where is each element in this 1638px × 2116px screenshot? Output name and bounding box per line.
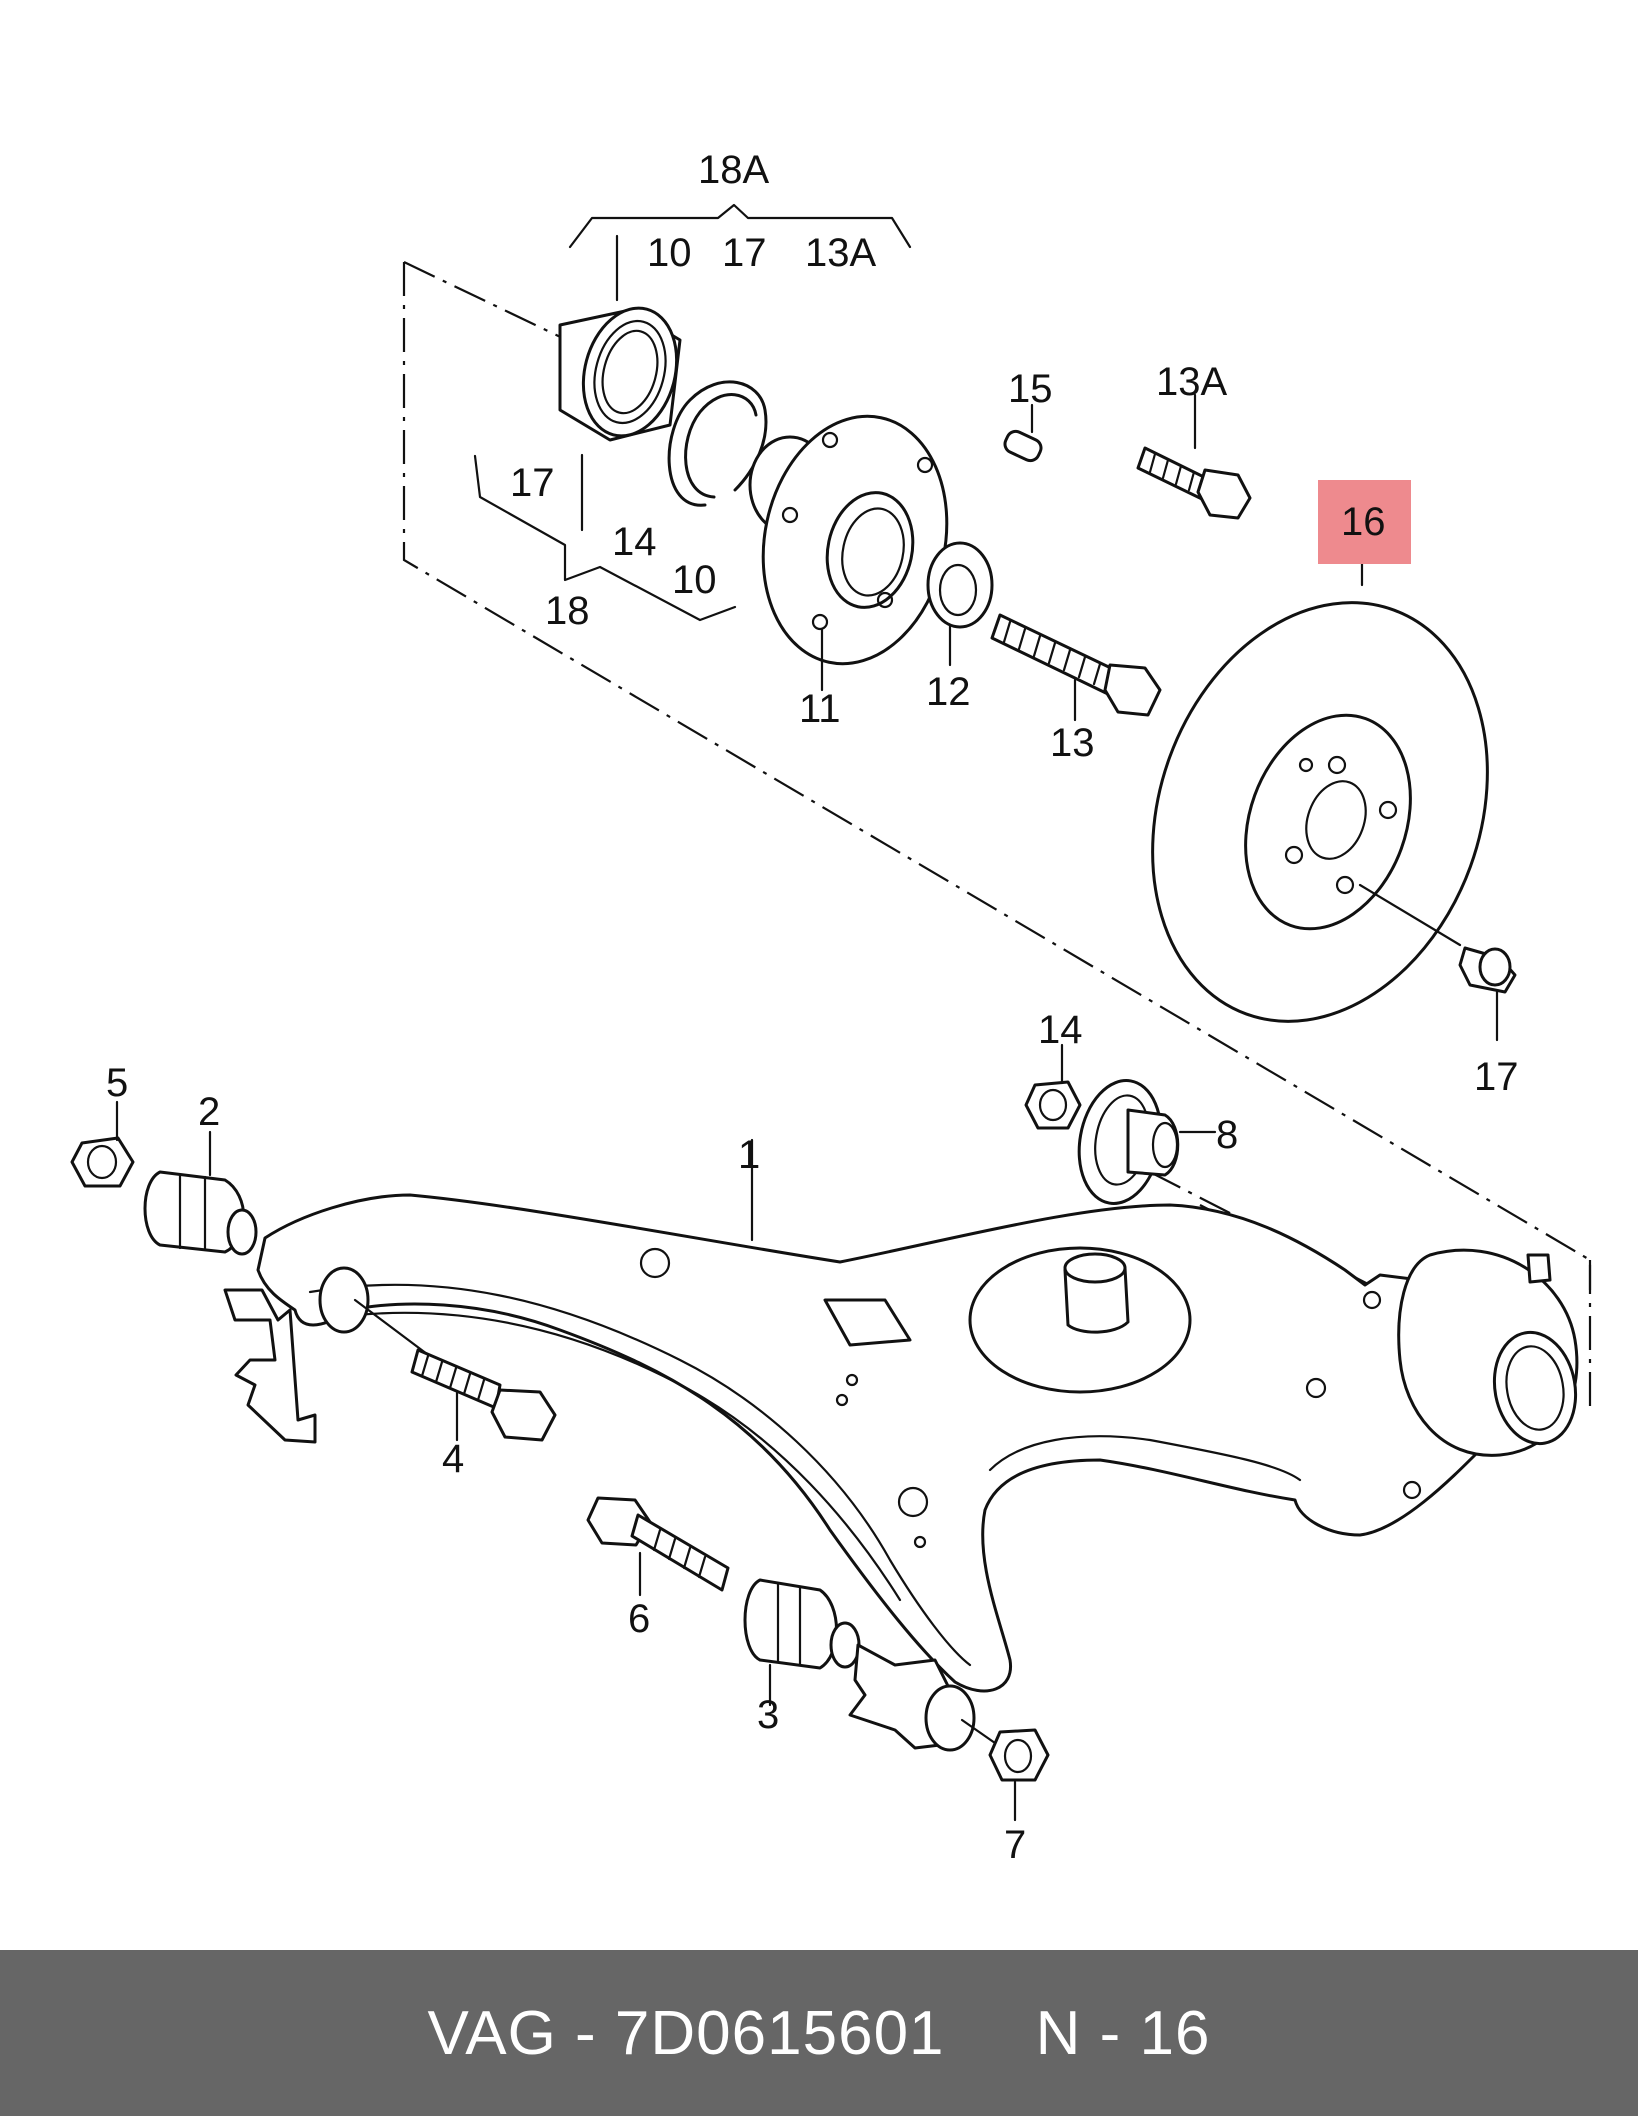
bolt-4: [410, 1348, 557, 1442]
brake-disc-16: [1151, 543, 1489, 1023]
label-part-13: 13: [1050, 721, 1095, 765]
label-part-3: 3: [757, 1693, 779, 1737]
bolt-13: [990, 613, 1162, 722]
highlight-box-16: [1318, 480, 1411, 564]
bushing-2: [143, 1130, 258, 1256]
label-part-16: 16: [1341, 500, 1386, 544]
nut-7: [988, 1728, 1050, 1822]
label-group-18-17: 17: [510, 461, 555, 505]
mounting-bracket: [223, 1288, 317, 1444]
label-group-18: 18: [545, 589, 590, 633]
label-part-15: 15: [1008, 367, 1053, 411]
label-group-18a-17: 17: [722, 231, 767, 275]
axle-beam-1: [256, 1138, 1579, 1693]
label-part-12: 12: [926, 670, 971, 714]
part-number-footer: VAG - 7D0615601 N - 16: [0, 1950, 1638, 2116]
label-part-4: 4: [442, 1437, 464, 1481]
parts-diagram: 18A 10 17 13A 17 14 10 18 15 13A 16 11 1…: [70, 148, 1592, 1867]
wheel-hub-11: [748, 414, 949, 692]
label-part-13a: 13A: [1156, 360, 1227, 404]
label-part-1: 1: [738, 1133, 760, 1177]
washer-12: [926, 541, 994, 667]
group-18-bracket: [473, 454, 737, 622]
wheel-bearing-10: [558, 234, 682, 532]
label-part-17: 17: [1474, 1055, 1519, 1099]
circlip-14: [667, 380, 768, 507]
bolt-6: [586, 1496, 730, 1597]
label-group-18a-13a: 13A: [805, 231, 876, 275]
bolt-13a: [1136, 393, 1252, 520]
label-part-2: 2: [198, 1090, 220, 1134]
label-part-14: 14: [1038, 1008, 1083, 1052]
screw-17: [1458, 946, 1517, 1042]
label-part-7: 7: [1004, 1823, 1026, 1867]
label-group-18-10: 10: [672, 558, 717, 602]
part-number-caption: VAG - 7D0615601 N - 16: [427, 1998, 1211, 2068]
label-group-18a-10: 10: [647, 231, 692, 275]
bushing-8: [1077, 1079, 1217, 1205]
bushing-eye-right: [848, 1643, 1007, 1752]
nut-5: [70, 1100, 135, 1188]
label-part-6: 6: [628, 1597, 650, 1641]
bushing-3: [743, 1578, 861, 1707]
label-group-18a: 18A: [698, 148, 769, 192]
label-part-8: 8: [1216, 1113, 1238, 1157]
label-part-5: 5: [106, 1061, 128, 1105]
label-group-18-14: 14: [612, 520, 657, 564]
label-part-11: 11: [799, 687, 841, 731]
group-18a-bracket: [568, 203, 912, 249]
pin-15: [1003, 403, 1043, 463]
nut-14: [1024, 1043, 1082, 1130]
